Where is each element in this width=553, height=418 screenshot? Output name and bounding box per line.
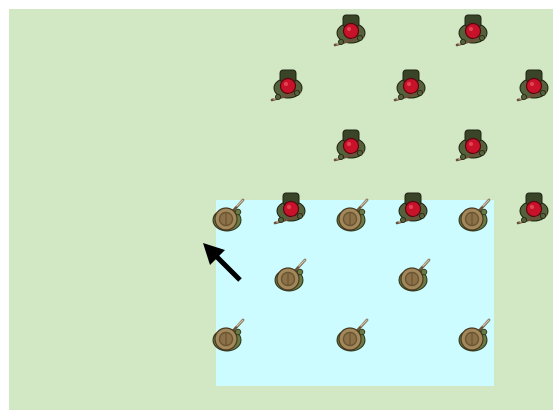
enemy-soldier[interactable] (453, 9, 493, 49)
battlefield[interactable] (9, 9, 553, 410)
arrow-up-left-icon (200, 240, 246, 286)
enemy-soldier[interactable] (331, 124, 371, 164)
allied-soldier[interactable] (207, 316, 247, 356)
allied-soldier[interactable] (453, 316, 493, 356)
allied-soldier[interactable] (393, 256, 433, 296)
enemy-soldier[interactable] (393, 187, 433, 227)
enemy-soldier[interactable] (331, 9, 371, 49)
allied-soldier[interactable] (331, 316, 371, 356)
allied-soldier[interactable] (269, 256, 309, 296)
enemy-soldier[interactable] (271, 187, 311, 227)
enemy-soldier[interactable] (514, 64, 553, 104)
allied-soldier[interactable] (453, 196, 493, 236)
enemy-soldier[interactable] (453, 124, 493, 164)
enemy-soldier[interactable] (514, 187, 553, 227)
allied-soldier[interactable] (331, 196, 371, 236)
enemy-soldier[interactable] (268, 64, 308, 104)
allied-soldier[interactable] (207, 196, 247, 236)
enemy-soldier[interactable] (391, 64, 431, 104)
